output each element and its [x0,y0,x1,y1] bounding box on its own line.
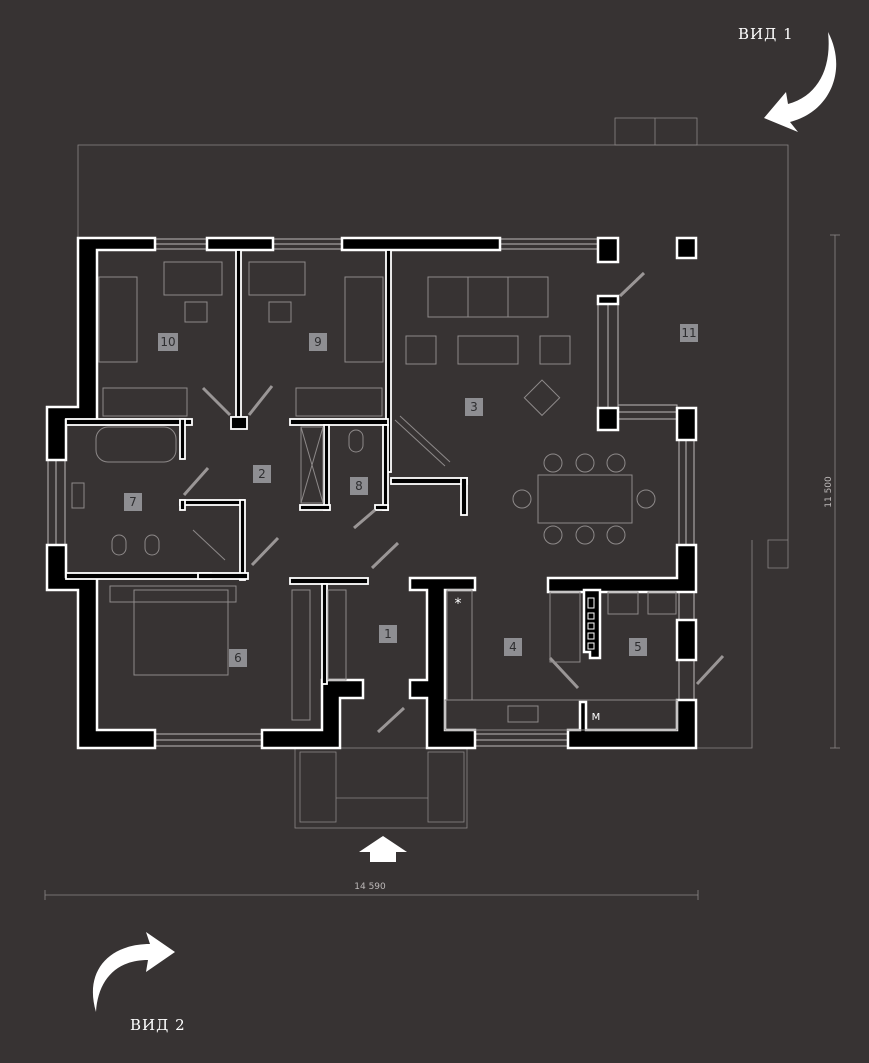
site-outline [77,117,789,829]
interior-walls [65,249,468,685]
view-1-label: ВИД 1 [738,25,794,43]
room-tag-5: 5 [629,638,647,656]
svg-text:9: 9 [314,335,322,349]
svg-text:10: 10 [160,335,175,349]
svg-text:8: 8 [355,479,363,493]
room-tag-4: 4 [504,638,522,656]
dimension-depth: 11 500 [824,234,840,749]
doors [182,271,725,734]
view-1-arrow-icon [764,32,837,132]
room-tag-1: 1 [379,625,397,643]
room-tag-9: 9 [309,333,327,351]
svg-text:2: 2 [258,467,266,481]
room-tag-6: 6 [229,649,247,667]
view-2-label: ВИД 2 [130,1016,186,1034]
depth-label: 11 500 [824,476,834,508]
svg-text:7: 7 [129,495,137,509]
room-tag-8: 8 [350,477,368,495]
vent-blocks [587,597,595,650]
svg-text:3: 3 [470,400,478,414]
entrance-arrow-icon [359,836,407,862]
width-label: 14 590 [354,882,386,892]
room-tag-11: 11 [680,324,698,342]
furniture [71,261,678,731]
boiler-marker: M [592,712,601,723]
exterior-walls [45,236,698,750]
dimension-width: 14 590 [44,882,699,900]
room-tag-3: 3 [465,398,483,416]
svg-text:11: 11 [681,326,696,340]
room-tag-7: 7 [124,493,142,511]
svg-text:6: 6 [234,651,242,665]
svg-text:5: 5 [634,640,642,654]
star-marker: * [455,596,462,612]
view-2-arrow-icon [92,932,175,1012]
svg-text:4: 4 [509,640,517,654]
room-tag-10: 10 [158,333,178,351]
room-tag-2: 2 [253,465,271,483]
svg-text:1: 1 [384,627,392,641]
windows [47,238,695,747]
